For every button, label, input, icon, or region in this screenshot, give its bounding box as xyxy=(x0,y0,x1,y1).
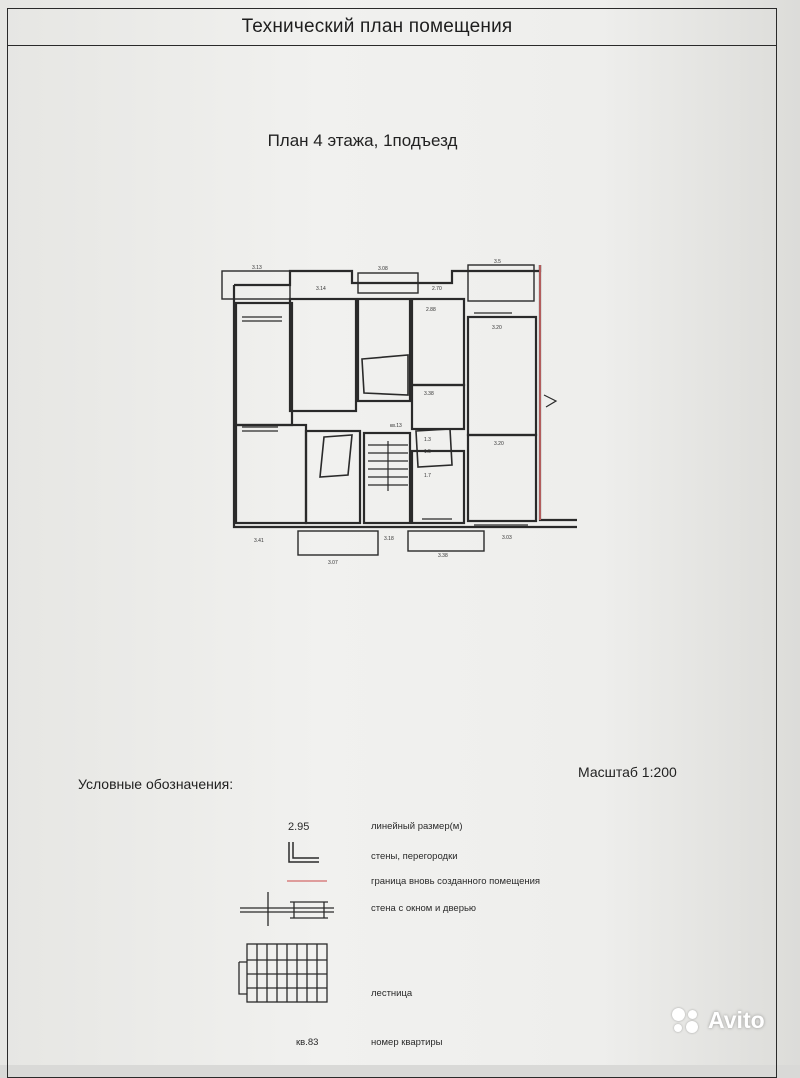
room-right-bottom xyxy=(466,433,538,523)
room-2-top xyxy=(288,297,358,413)
legend-item-dimension: линейный размер(м) xyxy=(371,821,463,832)
dim-label: 3.14 xyxy=(316,286,326,292)
dim-label: 3.03 xyxy=(502,535,512,541)
legend-item-stairs: лестница xyxy=(371,988,413,999)
room-4-mid xyxy=(410,383,466,431)
stair-core xyxy=(362,431,412,525)
balcony-top-right xyxy=(467,264,535,302)
dimension-sample: 2.95 xyxy=(288,821,310,833)
dim-label: 1.3 xyxy=(424,437,431,443)
avito-brand-text: Avito xyxy=(708,1007,765,1033)
scale-label: Масштаб 1:200 xyxy=(578,764,677,780)
avito-watermark: Avito xyxy=(672,1007,765,1034)
document-title: Технический план помещения xyxy=(241,16,513,37)
room-core-top xyxy=(356,297,412,403)
bathroom-right xyxy=(415,428,453,468)
dim-label: 2.88 xyxy=(426,307,436,313)
room-4-top xyxy=(410,297,466,387)
dim-label: 3.38 xyxy=(438,553,448,559)
room-2-bottom xyxy=(304,429,362,525)
legend-item-boundary: граница вновь созданного помещения xyxy=(371,876,541,887)
dim-label: 3.38 xyxy=(424,391,434,397)
outer-wall xyxy=(232,265,577,529)
window-door-symbol-icon xyxy=(240,892,334,926)
dim-label: 3.20 xyxy=(492,325,502,331)
title-bar: Технический план помещения xyxy=(7,8,777,46)
balcony-top-left xyxy=(221,270,291,300)
stair-steps xyxy=(368,441,408,491)
dim-label: 3.13 xyxy=(252,265,262,271)
legend-item-walls: стены, перегородки xyxy=(371,851,458,862)
balcony-bottom-left xyxy=(297,530,379,556)
stair-symbol-icon xyxy=(238,943,328,1003)
balcony-bottom-right xyxy=(407,530,485,552)
apartment-number-sample: кв.83 xyxy=(296,1037,319,1048)
dim-label: 3.07 xyxy=(328,560,338,566)
boundary-symbol-icon xyxy=(287,880,327,882)
room-right-top xyxy=(466,315,538,437)
legend-item-window-door: стена с окном и дверью xyxy=(371,903,477,914)
room-4-bottom xyxy=(410,449,466,525)
dim-label: 3.20 xyxy=(494,441,504,447)
bathroom-left xyxy=(319,434,353,478)
dim-label: 3.18 xyxy=(384,536,394,542)
balcony-top-mid xyxy=(357,272,419,294)
dim-label: 1.7 xyxy=(424,473,431,479)
room-left-bottom xyxy=(234,423,308,525)
dim-label: 3.08 xyxy=(378,266,388,272)
expansion-joint xyxy=(543,394,558,408)
avito-logo-icon xyxy=(672,1007,702,1034)
plan-title: План 4 этажа, 1подъезд xyxy=(267,131,458,150)
windows xyxy=(242,312,528,528)
dim-label: 2.70 xyxy=(432,286,442,292)
legend-item-apartment-number: номер квартиры xyxy=(371,1037,443,1048)
dim-label: 3.5 xyxy=(494,259,501,265)
apartment-number-label: кв.13 xyxy=(390,423,402,429)
legend-heading: Условные обозначения: xyxy=(78,776,234,792)
dim-label: 3.41 xyxy=(254,538,264,544)
floor-plan: 3.13 3.14 3.08 2.70 3.5 3.41 3.07 3.18 3… xyxy=(221,259,577,566)
bathroom-core xyxy=(361,354,409,396)
wall-symbol-icon xyxy=(288,842,319,863)
outer-wall-right xyxy=(538,265,577,522)
dim-label: 1.5 xyxy=(424,449,431,455)
